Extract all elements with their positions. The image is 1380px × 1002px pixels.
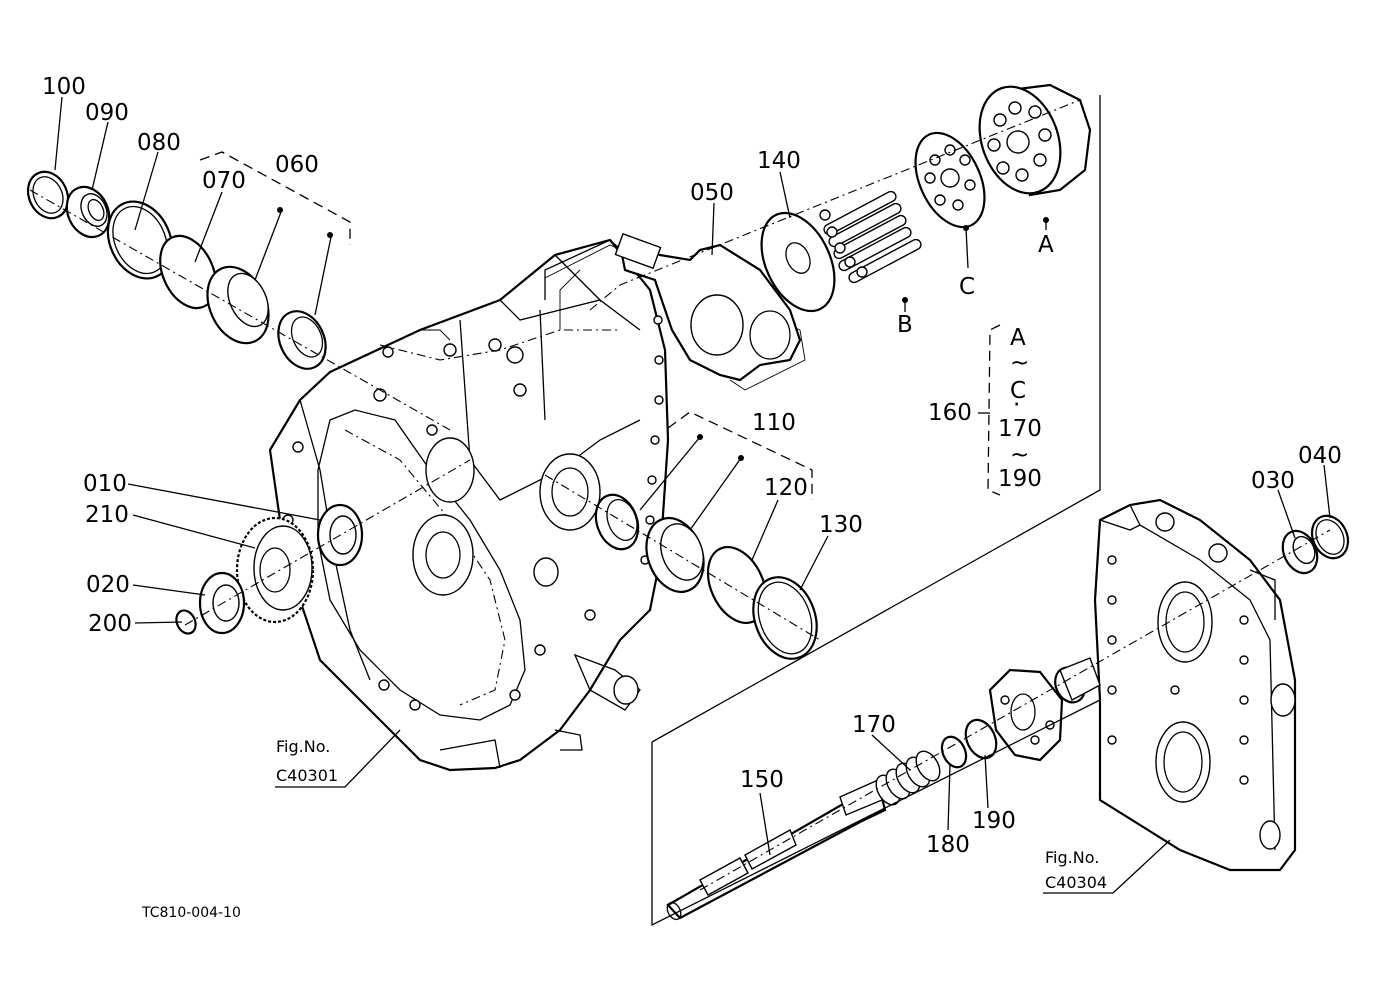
label-060: 060 xyxy=(275,152,319,178)
label-160: 160 xyxy=(928,400,972,426)
label-020: 020 xyxy=(86,572,130,598)
group-160-from-2: 170 xyxy=(998,416,1042,442)
label-140: 140 xyxy=(757,148,801,174)
fig-ref-1-code: C40301 xyxy=(276,766,338,785)
label-100: 100 xyxy=(42,74,86,100)
fig-ref-1-title: Fig.No. xyxy=(276,737,330,756)
needle-bearing xyxy=(1054,657,1101,704)
label-120: 120 xyxy=(764,475,808,501)
group-160-tilde-1: ~ xyxy=(1010,350,1029,376)
part-130-snap-ring xyxy=(752,576,818,660)
leader-lines xyxy=(54,96,1331,894)
group-160-dot: · xyxy=(1013,392,1020,418)
part-030-oil-seal xyxy=(1281,529,1319,575)
part-060-bearing-assy xyxy=(206,207,333,370)
transmission-housing xyxy=(268,238,671,772)
part-200-circlip xyxy=(175,609,197,635)
subassembly-b-pistons xyxy=(819,190,922,303)
group-160-to: C xyxy=(1010,378,1026,404)
label-070: 070 xyxy=(202,168,246,194)
part-020-bearing xyxy=(198,571,246,635)
part-110-bearing-assy xyxy=(594,434,744,593)
part-070-o-ring xyxy=(159,234,217,310)
label-subassembly-b: B xyxy=(897,312,913,338)
fig-ref-2-code: C40304 xyxy=(1045,873,1107,892)
fig-ref-2-title: Fig.No. xyxy=(1045,848,1099,867)
part-170-spring xyxy=(875,750,941,806)
label-170: 170 xyxy=(852,712,896,738)
part-210-gear xyxy=(235,516,315,624)
label-210: 210 xyxy=(85,502,129,528)
part-140-plate xyxy=(760,211,836,313)
label-150: 150 xyxy=(740,767,784,793)
subassembly-c-valve-plate xyxy=(914,131,986,231)
part-080-snap-ring xyxy=(106,200,174,280)
pump-plate xyxy=(988,668,1064,762)
label-200: 200 xyxy=(88,611,132,637)
part-180-washer xyxy=(940,735,968,769)
label-190: 190 xyxy=(972,808,1016,834)
label-010: 010 xyxy=(83,471,127,497)
label-030: 030 xyxy=(1251,468,1295,494)
label-080: 080 xyxy=(137,130,181,156)
part-number-labels: 100 090 080 070 060 050 140 010 210 020 … xyxy=(42,74,1342,921)
group-160-from: A xyxy=(1010,325,1026,351)
subassembly-a-cylinder-block xyxy=(978,83,1092,223)
part-090-oil-seal xyxy=(65,185,111,239)
group-160-to-2: 190 xyxy=(998,466,1042,492)
part-040-snap-ring xyxy=(1310,514,1350,560)
label-subassembly-c: C xyxy=(959,274,975,300)
part-190-circlip xyxy=(964,718,998,760)
group-160-tilde-2: ~ xyxy=(1010,442,1029,468)
drawing-code: TC810-004-10 xyxy=(141,905,241,921)
label-110: 110 xyxy=(752,410,796,436)
label-180: 180 xyxy=(926,832,970,858)
label-subassembly-a: A xyxy=(1038,232,1054,258)
part-150-shaft xyxy=(666,779,887,921)
label-050: 050 xyxy=(690,180,734,206)
pump-cover xyxy=(1093,498,1297,872)
label-040: 040 xyxy=(1298,443,1342,469)
part-050-swash-plate xyxy=(544,232,806,391)
label-130: 130 xyxy=(819,512,863,538)
label-090: 090 xyxy=(85,100,129,126)
